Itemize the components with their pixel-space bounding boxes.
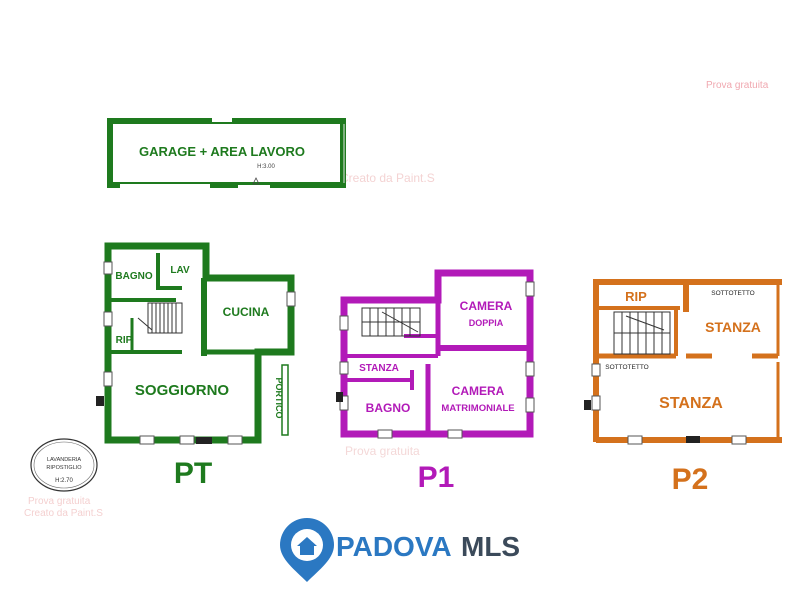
pt-room-bagno: BAGNO — [115, 271, 152, 282]
p2-room-sottotetto-2: SOTTOTETTO — [605, 364, 648, 371]
p2-room-stanza-2: STANZA — [659, 395, 723, 412]
garage-height: H:3.00 — [257, 164, 275, 170]
pt-room-portico: PORTICO — [274, 377, 284, 418]
logo-house-icon — [297, 537, 317, 555]
watermark-trial-top: Prova gratuita — [706, 80, 769, 91]
lavanderia-outline — [30, 438, 98, 492]
p2-plan — [593, 279, 782, 443]
pt-door-marker — [196, 437, 212, 444]
pt-floor-title: PT — [174, 457, 212, 490]
lavanderia-inner — [33, 441, 95, 489]
pt-room-lav: LAV — [170, 265, 190, 276]
p1-room-stanza: STANZA — [359, 363, 399, 374]
pt-windows — [103, 261, 296, 445]
lavanderia-height: H:2.70 — [55, 478, 73, 484]
garage-label: GARAGE + AREA LAVORO — [139, 144, 305, 159]
p1-room-bagno: BAGNO — [366, 401, 411, 415]
logo-text-mls: MLS — [461, 531, 520, 562]
p2-door-marker — [686, 436, 700, 443]
p2-floor-title: P2 — [672, 463, 709, 496]
lavanderia-plan: LAVANDERIA RIPOSTIGLIO H:2.70 — [30, 438, 98, 492]
p1-marker — [336, 392, 343, 402]
p2-marker — [584, 400, 591, 410]
pt-room-soggiorno: SOGGIORNO — [135, 382, 230, 399]
p1-room-camera-2: CAMERA — [452, 384, 505, 398]
p1-room-doppia: DOPPIA — [469, 318, 504, 328]
pt-outer-walls — [104, 242, 295, 444]
p1-room-matrimoniale: MATRIMONIALE — [441, 403, 514, 414]
p1-room-camera: CAMERA — [460, 299, 513, 313]
p2-room-stanza-1: STANZA — [705, 319, 761, 335]
lavanderia-label-2: RIPOSTIGLIO — [46, 465, 82, 471]
padovamls-logo: PADOVA MLS — [280, 518, 520, 582]
logo-text-padova: PADOVA — [336, 531, 452, 562]
pt-stairs-outline — [147, 302, 183, 334]
p1-floor-title: P1 — [418, 461, 455, 494]
pt-room-rip: RIP — [116, 335, 133, 346]
pt-plan — [104, 242, 295, 444]
garage-height-marker — [252, 177, 260, 185]
pt-room-cucina: CUCINA — [223, 305, 270, 319]
p2-room-sottotetto-1: SOTTOTETTO — [711, 290, 754, 297]
pt-portico-post — [281, 364, 289, 436]
garage-plan: GARAGE + AREA LAVORO H:3.00 — [107, 116, 346, 190]
p2-room-rip: RIP — [625, 289, 647, 304]
p1-windows — [339, 281, 535, 439]
pt-stairs — [137, 302, 183, 334]
p2-stairs — [613, 311, 671, 355]
pt-entry-marker — [96, 396, 104, 406]
watermark-trial-left: Prova gratuita — [28, 496, 91, 507]
p1-stairs — [361, 307, 421, 337]
p2-windows — [591, 363, 747, 445]
watermark-paint-left: Creato da Paint.S — [24, 508, 103, 519]
watermark-paint-top: Creato da Paint.S — [340, 171, 435, 185]
watermark-trial-mid: Prova gratuita — [345, 444, 420, 458]
p1-plan — [340, 269, 534, 438]
lavanderia-label-1: LAVANDERIA — [47, 457, 81, 463]
